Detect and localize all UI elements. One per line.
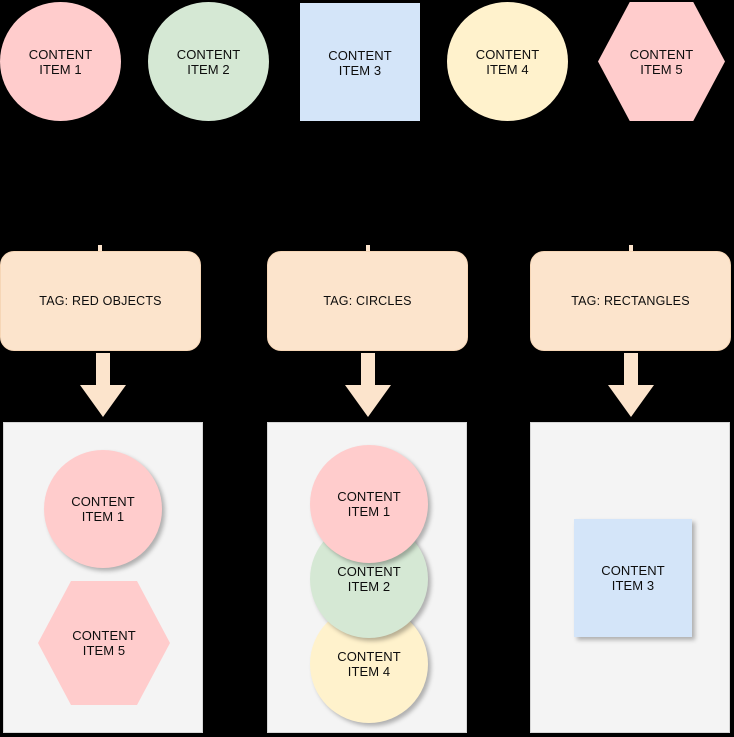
source-item-5[interactable]: CONTENT ITEM 5: [598, 2, 725, 121]
tag-box-circles[interactable]: TAG: CIRCLES: [267, 251, 468, 351]
result-item-hexagon-5[interactable]: CONTENT ITEM 5: [38, 581, 170, 705]
result-item-circle-item-4-label: CONTENT ITEM 4: [337, 649, 401, 679]
arrow-down-icon-3: [606, 353, 656, 419]
arrow-down-icon-2: [343, 353, 393, 419]
source-item-2-label: CONTENT ITEM 2: [176, 47, 241, 77]
tag-box-red-objects[interactable]: TAG: RED OBJECTS: [0, 251, 201, 351]
arrow-down-icon-1: [78, 353, 128, 419]
tag-box-rectangles-label: TAG: RECTANGLES: [571, 294, 690, 308]
result-item-rectangle-3-label: CONTENT ITEM 3: [601, 563, 665, 593]
source-item-5-label: CONTENT ITEM 5: [629, 47, 694, 77]
result-item-circle-1-label: CONTENT ITEM 1: [71, 494, 135, 524]
result-item-hexagon-5-label: CONTENT ITEM 5: [72, 628, 136, 658]
tag-box-rectangles[interactable]: TAG: RECTANGLES: [530, 251, 731, 351]
source-item-3[interactable]: CONTENT ITEM 3: [300, 3, 420, 121]
source-item-1-label: CONTENT ITEM 1: [28, 47, 93, 77]
result-panel-circles[interactable]: CONTENT ITEM 1 CONTENT ITEM 2 CONTENT IT…: [267, 422, 467, 733]
tag-connector-stub-2: [366, 245, 370, 251]
result-item-rectangle-3[interactable]: CONTENT ITEM 3: [574, 519, 692, 637]
source-item-3-label: CONTENT ITEM 3: [328, 48, 392, 78]
source-item-4[interactable]: CONTENT ITEM 4: [447, 2, 568, 121]
result-item-circle-item-1-label: CONTENT ITEM 1: [337, 489, 401, 519]
source-item-4-label: CONTENT ITEM 4: [475, 47, 540, 77]
result-item-circle-1[interactable]: CONTENT ITEM 1: [44, 450, 162, 568]
result-item-circle-item-2-label: CONTENT ITEM 2: [337, 564, 401, 594]
tag-connector-stub-3: [629, 245, 633, 251]
source-item-2[interactable]: CONTENT ITEM 2: [148, 2, 269, 121]
tag-box-circles-label: TAG: CIRCLES: [323, 294, 412, 308]
tag-connector-stub-1: [98, 245, 102, 251]
tag-box-red-objects-label: TAG: RED OBJECTS: [39, 294, 162, 308]
result-panel-rectangles[interactable]: CONTENT ITEM 3: [530, 422, 730, 733]
result-panel-red-objects[interactable]: CONTENT ITEM 1 CONTENT ITEM 5: [3, 422, 203, 733]
source-item-1[interactable]: CONTENT ITEM 1: [0, 2, 121, 121]
result-item-circle-item-1[interactable]: CONTENT ITEM 1: [310, 445, 428, 563]
